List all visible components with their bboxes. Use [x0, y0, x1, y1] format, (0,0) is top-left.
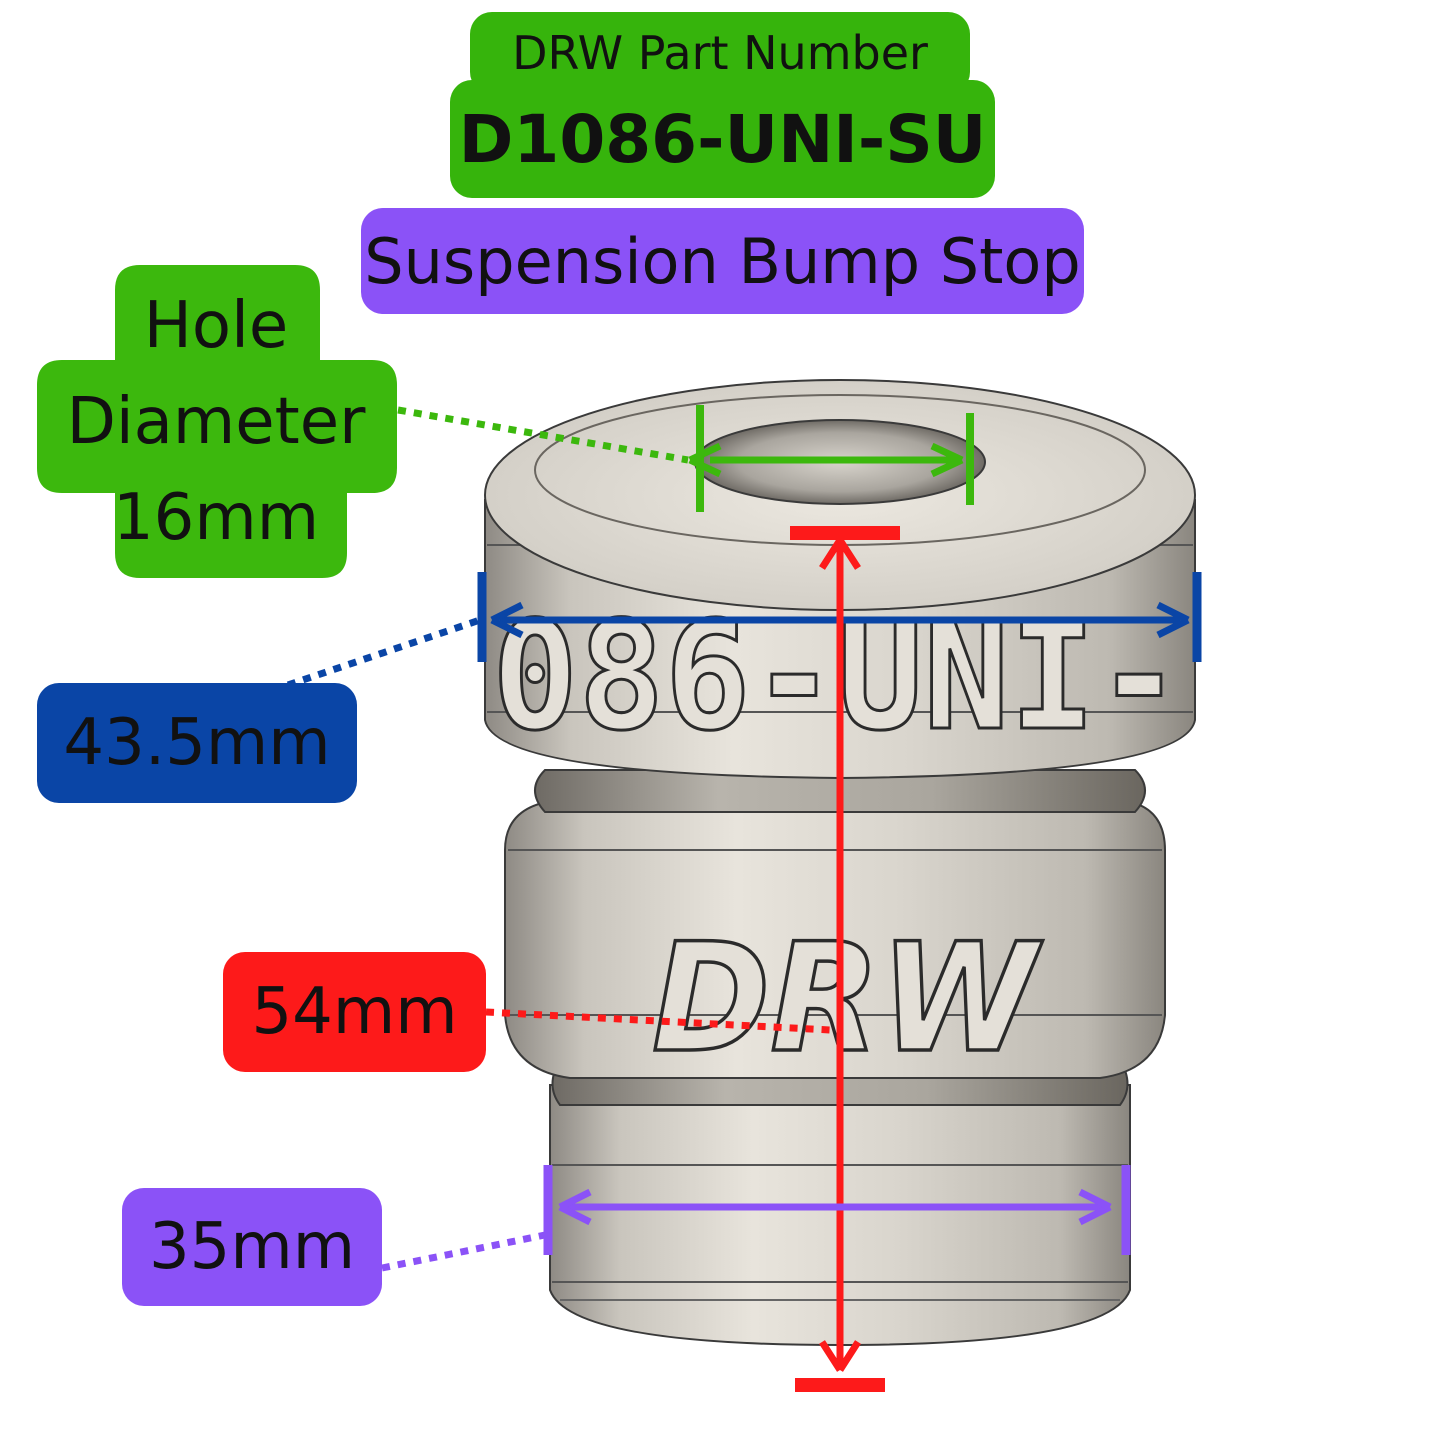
base-arrowhead: [558, 1188, 592, 1226]
base-arrowhead: [1078, 1188, 1112, 1226]
part-number: D1086-UNI-SU: [450, 80, 995, 198]
base-leader-line: [381, 1231, 546, 1272]
hole-diameter-dimension: [397, 405, 974, 512]
base-diameter-dimension: [381, 1165, 1131, 1272]
outer-arrowhead: [490, 601, 524, 639]
hole-label-line1: Hole: [143, 288, 289, 363]
height-arrowhead: [819, 1340, 861, 1372]
part-description-text: Suspension Bump Stop: [364, 224, 1081, 298]
hole-label-background: [37, 265, 397, 578]
part-description: Suspension Bump Stop: [361, 208, 1084, 314]
base-diameter-value: 35mm: [148, 1210, 356, 1284]
base-diameter-label: 35mm: [122, 1188, 382, 1306]
hole-arrowhead: [930, 442, 964, 478]
outer-arrowhead: [1156, 601, 1190, 639]
engraving-middle-band: DRW: [652, 912, 1043, 1086]
outer-diameter-label: 43.5mm: [37, 683, 357, 803]
height-dimension: [485, 526, 900, 1392]
hole-label-line2: Diameter: [66, 384, 366, 459]
outer-diameter-value: 43.5mm: [63, 706, 331, 780]
hole-arrowhead: [688, 442, 722, 478]
part-number-caption-text: DRW Part Number: [512, 26, 928, 80]
hole-leader-line: [397, 406, 689, 464]
height-arrowhead: [819, 538, 861, 570]
part-number-text: D1086-UNI-SU: [458, 100, 987, 178]
outer-leader-line: [286, 616, 482, 689]
height-label: 54mm: [223, 952, 486, 1072]
height-value: 54mm: [251, 975, 458, 1049]
hole-label-line3: 16mm: [112, 480, 320, 555]
hole-diameter-label: Hole Diameter 16mm: [36, 265, 396, 578]
